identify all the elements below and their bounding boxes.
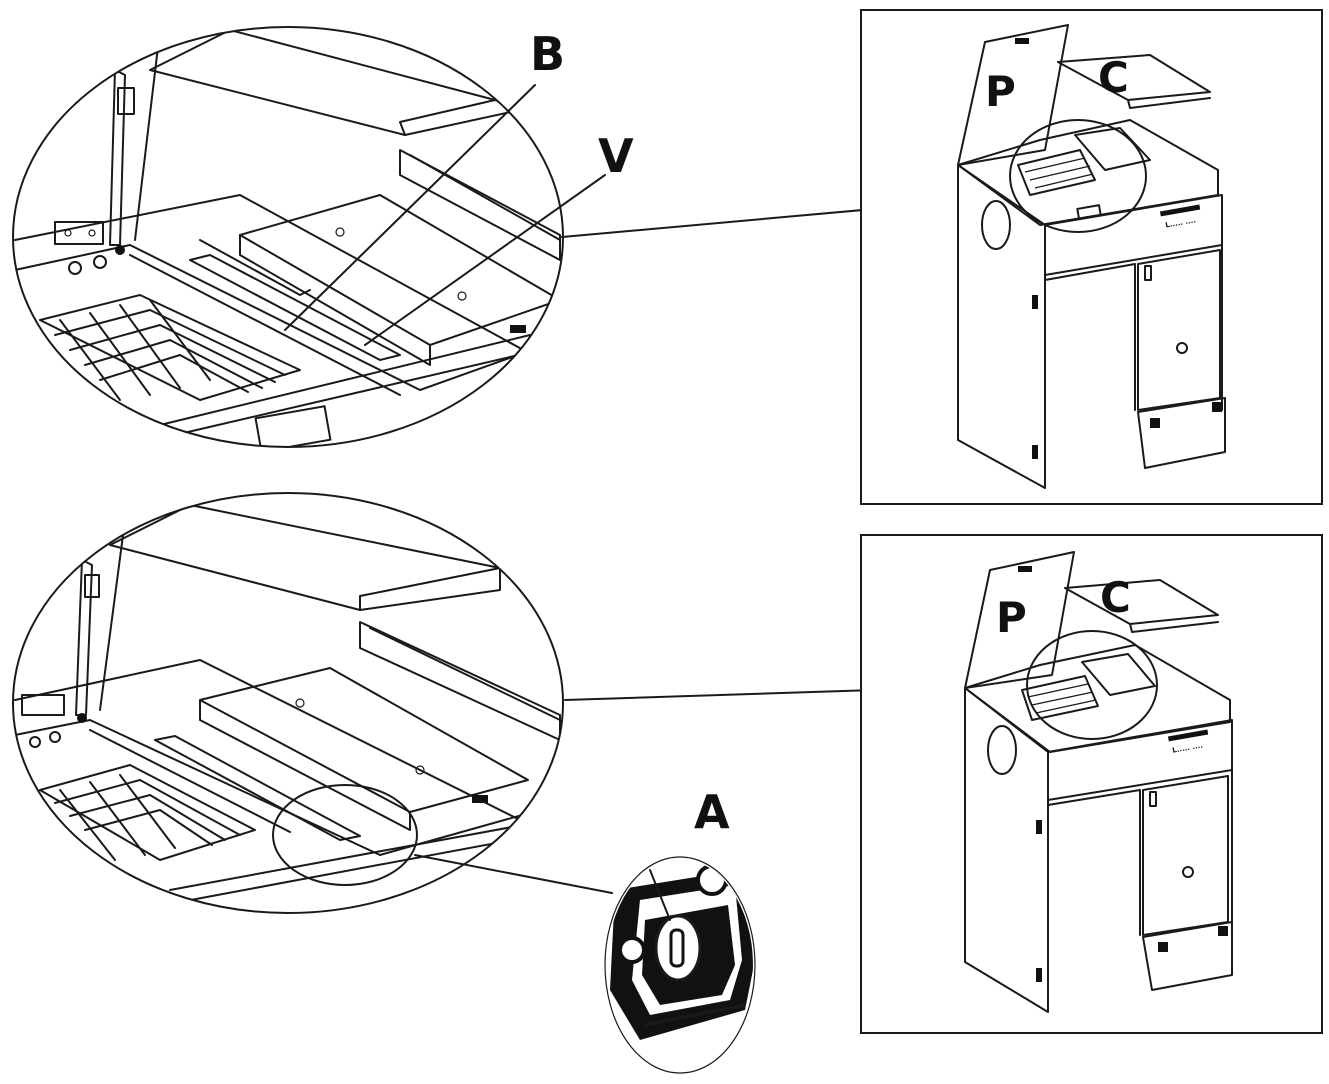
bottom-unit-panel: L..... .... P C	[860, 534, 1323, 1034]
v-leader-line	[364, 174, 606, 346]
label-b: B	[530, 27, 565, 81]
detail-a-ellipse	[604, 856, 756, 1074]
bottom-unit-frame	[860, 534, 1323, 1034]
bottom-unit-zoom-circle	[1026, 630, 1158, 740]
label-p-top: P	[985, 67, 1016, 116]
label-a: A	[694, 785, 730, 839]
top-zoom-detail: B V	[12, 26, 634, 448]
top-unit-zoom-circle	[1009, 119, 1147, 233]
detail-a-connector-line	[414, 854, 613, 894]
label-c-bottom: C	[1100, 573, 1131, 622]
label-p-bottom: P	[996, 593, 1027, 642]
bottom-zoom-detail	[12, 492, 564, 914]
bottom-zoom-ellipse	[12, 492, 564, 914]
label-v: V	[598, 129, 634, 183]
label-c-top: C	[1098, 53, 1129, 102]
detail-callout-circle	[272, 784, 418, 886]
top-zoom-ellipse	[12, 26, 564, 448]
b-leader-line	[284, 84, 536, 331]
top-unit-panel: L..... .... P C	[860, 9, 1323, 505]
detail-a: A	[604, 785, 756, 1074]
top-unit-frame	[860, 9, 1323, 505]
